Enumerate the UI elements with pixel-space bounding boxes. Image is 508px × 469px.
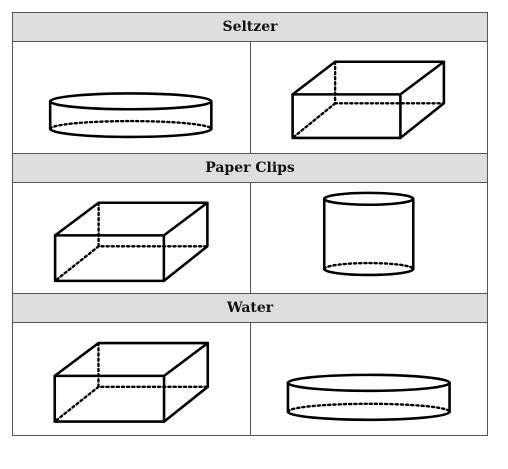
shape-table: Seltzer Paper Clips <box>12 12 488 436</box>
section-row-paper-clips <box>13 182 488 295</box>
section-row-water <box>13 323 488 436</box>
flat-cylinder-icon <box>48 92 213 139</box>
section-header-water: Water <box>13 294 487 324</box>
section-header-seltzer: Seltzer <box>13 13 487 42</box>
shape-cell <box>251 42 488 153</box>
shape-cell <box>251 323 488 435</box>
shape-cell <box>13 41 251 153</box>
section-header-paper-clips: Paper Clips <box>13 153 487 183</box>
tall-cylinder-icon <box>322 191 415 276</box>
shape-cell <box>13 323 251 436</box>
section-row-seltzer <box>13 41 488 154</box>
box-icon <box>53 342 210 424</box>
box-icon <box>290 60 445 140</box>
box-icon <box>53 201 209 282</box>
shape-cell <box>13 182 251 294</box>
flat-cylinder-icon <box>286 373 451 422</box>
shape-cell <box>251 183 488 294</box>
